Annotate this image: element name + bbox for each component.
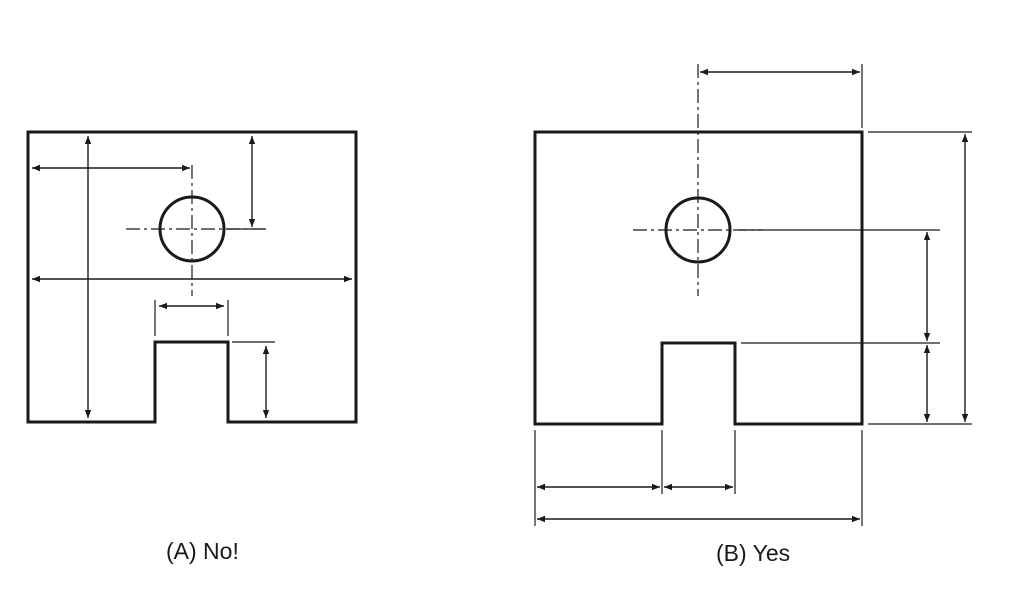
caption-yes: (B) Yes (716, 540, 791, 566)
part-outline-b (533, 130, 864, 426)
caption-no: (A) No! (166, 538, 239, 564)
figure-a (26, 130, 358, 424)
figure-b (533, 64, 972, 526)
part-outline-a (26, 130, 358, 424)
